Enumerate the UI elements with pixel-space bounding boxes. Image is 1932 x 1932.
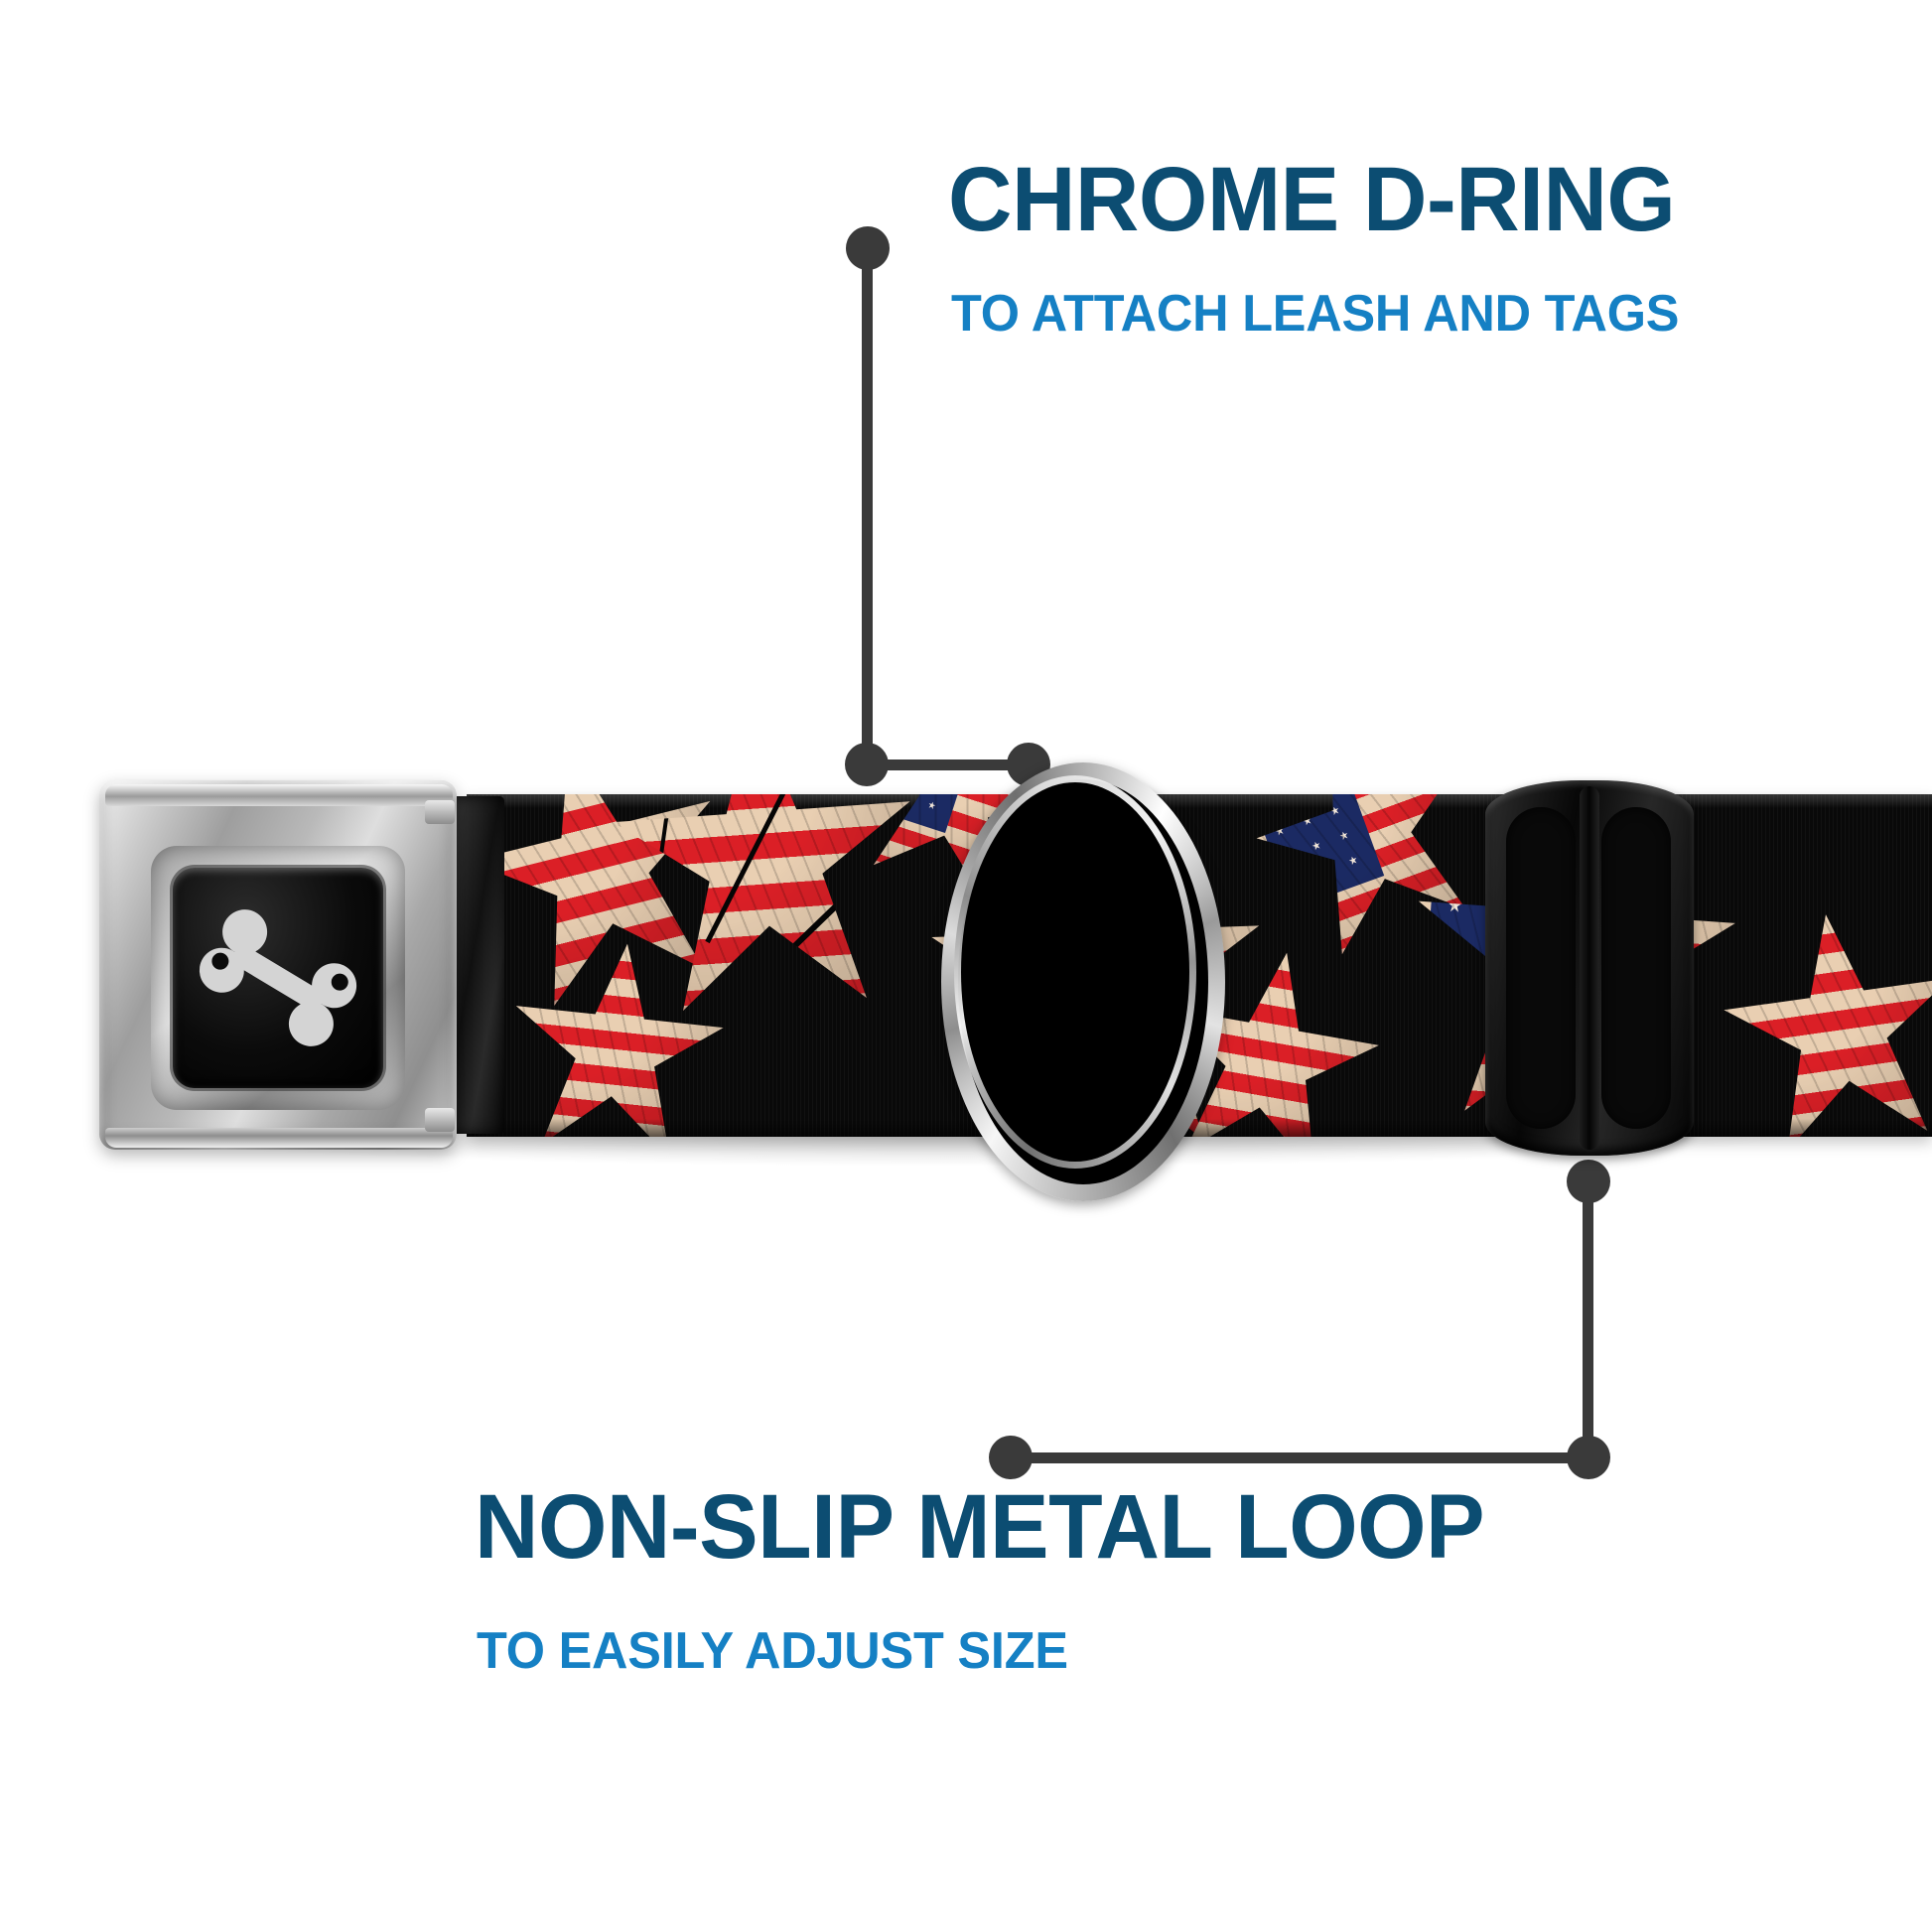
buckle-bottom-rim — [105, 1128, 453, 1148]
buckle-chrome-body — [99, 780, 457, 1150]
dog-bone-icon — [190, 900, 366, 1055]
buckle-top-rim — [105, 784, 453, 806]
flag-star — [1145, 934, 1392, 1137]
callout-bottom-subtitle: TO EASILY ADJUST SIZE — [477, 1622, 1068, 1680]
callout-top-horizontal-line — [866, 759, 1036, 770]
callout-bottom-horizontal-line — [1011, 1452, 1585, 1463]
callout-top-dot-target — [1007, 743, 1050, 786]
callout-bottom-vertical-line — [1583, 1179, 1593, 1459]
flag-star — [1404, 794, 1743, 1129]
flag-star — [1713, 898, 1932, 1137]
flag-star — [839, 794, 1076, 912]
flag-star — [1231, 794, 1505, 968]
callout-bottom-dot-text — [989, 1436, 1033, 1479]
flag-star — [927, 810, 1266, 1137]
collar-webbing-strap — [467, 794, 1932, 1137]
buckle-clip-top — [425, 800, 455, 824]
flag-star — [606, 794, 923, 1015]
callout-top-title: CHROME D-RING — [948, 149, 1676, 250]
callout-top-vertical-line — [862, 246, 873, 767]
buckle-webbing-anchor — [449, 796, 504, 1134]
buckle-clip-bottom — [425, 1108, 455, 1132]
flag-star — [467, 794, 750, 1018]
non-slip-metal-loop — [1485, 780, 1694, 1156]
chrome-d-ring — [941, 762, 1208, 1184]
callout-top-subtitle: TO ATTACH LEASH AND TAGS — [951, 285, 1680, 343]
product-shadow — [119, 1132, 1807, 1166]
buckle-release-button — [173, 868, 383, 1088]
buckle-inner-bevel — [151, 846, 405, 1110]
flag-star — [502, 933, 732, 1137]
callout-bottom-title: NON-SLIP METAL LOOP — [475, 1476, 1485, 1578]
seatbelt-buckle — [99, 766, 504, 1164]
